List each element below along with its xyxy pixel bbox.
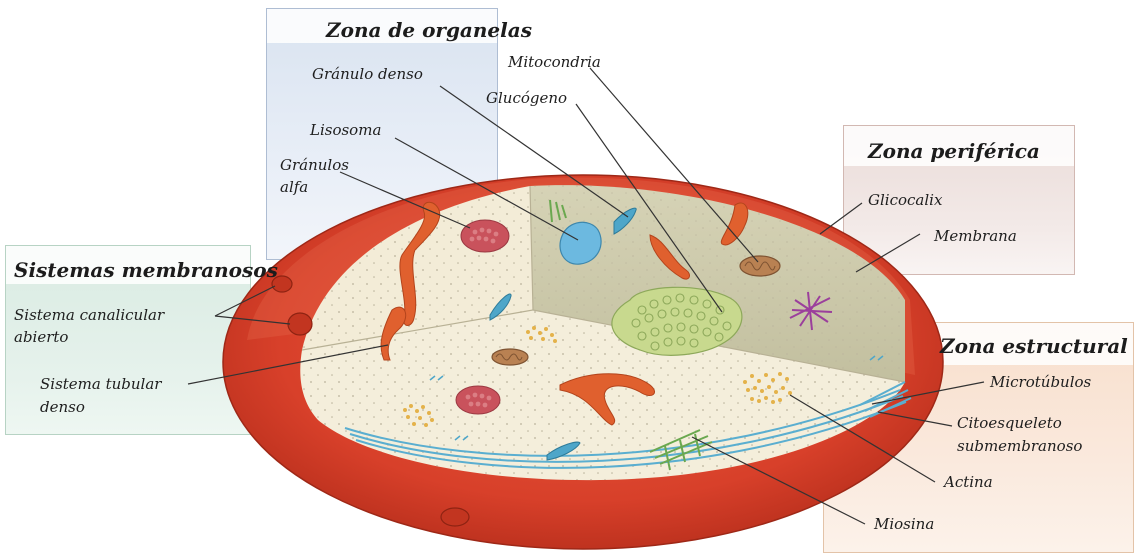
label-alpha-granules-line2: alfa: [280, 177, 308, 198]
label-open-canalicular-line1: Sistema canalicular: [14, 305, 164, 326]
label-mitochondria: Mitocondria: [508, 52, 601, 73]
structural-zone-title: Zona estructural: [940, 334, 1128, 358]
lysosome: [560, 222, 601, 264]
label-lysosome: Lisosoma: [310, 120, 381, 141]
label-dense-tubular-line1: Sistema tubular: [40, 374, 161, 395]
label-submembrane-cytoskeleton-line1: Citoesqueleto: [957, 413, 1062, 434]
label-submembrane-cytoskeleton-line2: submembranoso: [957, 436, 1082, 457]
label-dense-granule: Gránulo denso: [312, 64, 423, 85]
label-glycocalyx: Glicocalix: [868, 190, 942, 211]
label-microtubules: Microtúbulos: [990, 372, 1091, 393]
label-myosin: Miosina: [874, 514, 934, 535]
label-dense-tubular-line2: denso: [40, 397, 85, 418]
membrane-systems-title: Sistemas membranosos: [14, 258, 278, 282]
label-glycogen: Glucógeno: [486, 88, 567, 109]
organelle-zone-title: Zona de organelas: [326, 18, 532, 42]
label-actin: Actina: [944, 472, 993, 493]
label-open-canalicular-line2: abierto: [14, 327, 68, 348]
peripheral-zone-title: Zona periférica: [868, 139, 1040, 163]
label-alpha-granules-line1: Gránulos: [280, 155, 349, 176]
label-membrane: Membrana: [934, 226, 1017, 247]
canalicular-opening-3: [441, 508, 469, 526]
canalicular-opening-2: [288, 313, 312, 335]
